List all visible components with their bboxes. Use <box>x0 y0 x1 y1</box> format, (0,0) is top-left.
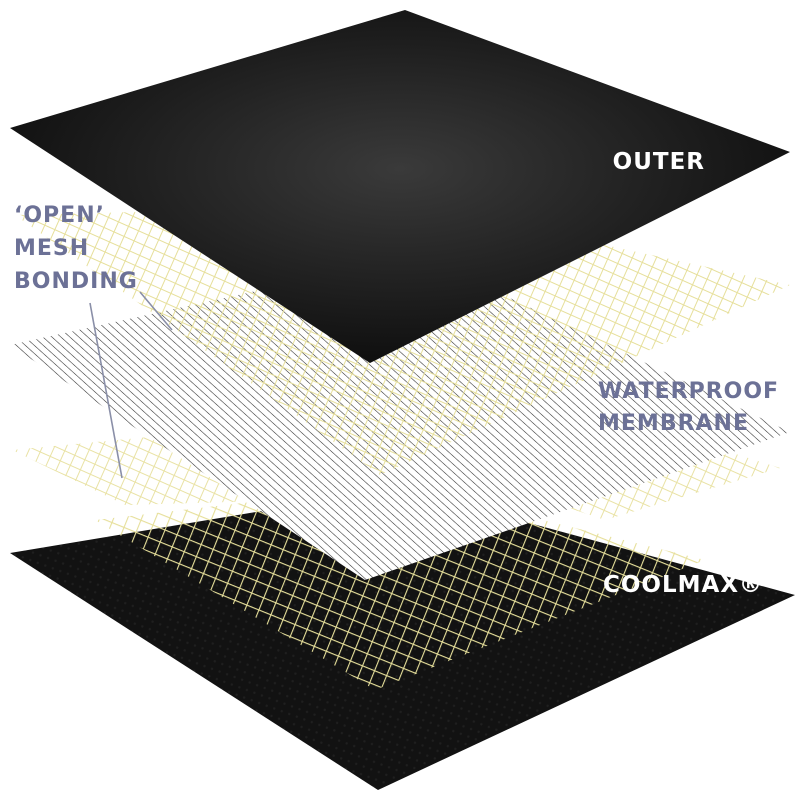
leader-line-lower <box>89 302 123 479</box>
label-coolmax: COOLMAX® <box>603 572 763 598</box>
label-mesh-line2: MESH <box>14 236 89 261</box>
label-membrane-line1: WATERPROOF <box>598 379 779 404</box>
label-mesh-line1: ‘OPEN’ <box>14 203 105 228</box>
outer-layer <box>10 10 790 363</box>
label-outer: OUTER <box>613 149 705 175</box>
lower-mesh-layer <box>95 485 705 690</box>
label-mesh-line3: BONDING <box>14 269 138 294</box>
label-membrane-line2: MEMBRANE <box>598 411 749 436</box>
leader-line-upper <box>139 291 173 331</box>
